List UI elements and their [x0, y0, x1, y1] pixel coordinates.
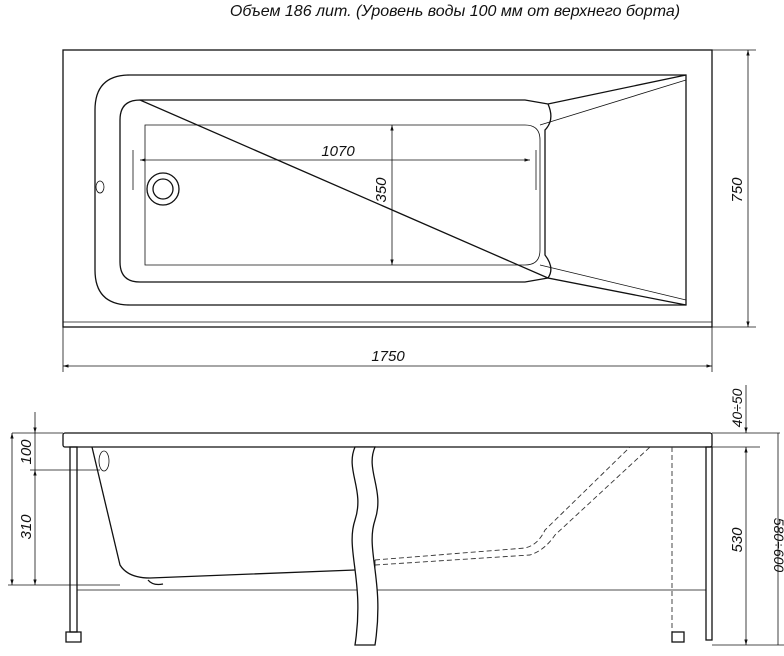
top-view: 1070 350 750 1750 [62, 49, 756, 372]
dim-length: 1750 [371, 348, 405, 365]
dim-basin-width: 350 [373, 177, 390, 203]
side-view: 100 310 40÷50 530 580÷600 [8, 385, 784, 646]
dim-total-height: 580÷600 [771, 518, 784, 573]
dim-panel-height: 530 [729, 527, 746, 553]
dim-width: 750 [729, 177, 746, 203]
dim-basin-length: 1070 [321, 143, 355, 160]
dim-panel-gap: 40÷50 [729, 388, 745, 427]
title: Объем 186 лит. (Уровень воды 100 мм от в… [230, 3, 680, 20]
dim-rim-to-overflow: 100 [18, 439, 35, 465]
drain-icon [146, 172, 180, 206]
dim-overflow-to-bottom: 310 [18, 514, 35, 540]
